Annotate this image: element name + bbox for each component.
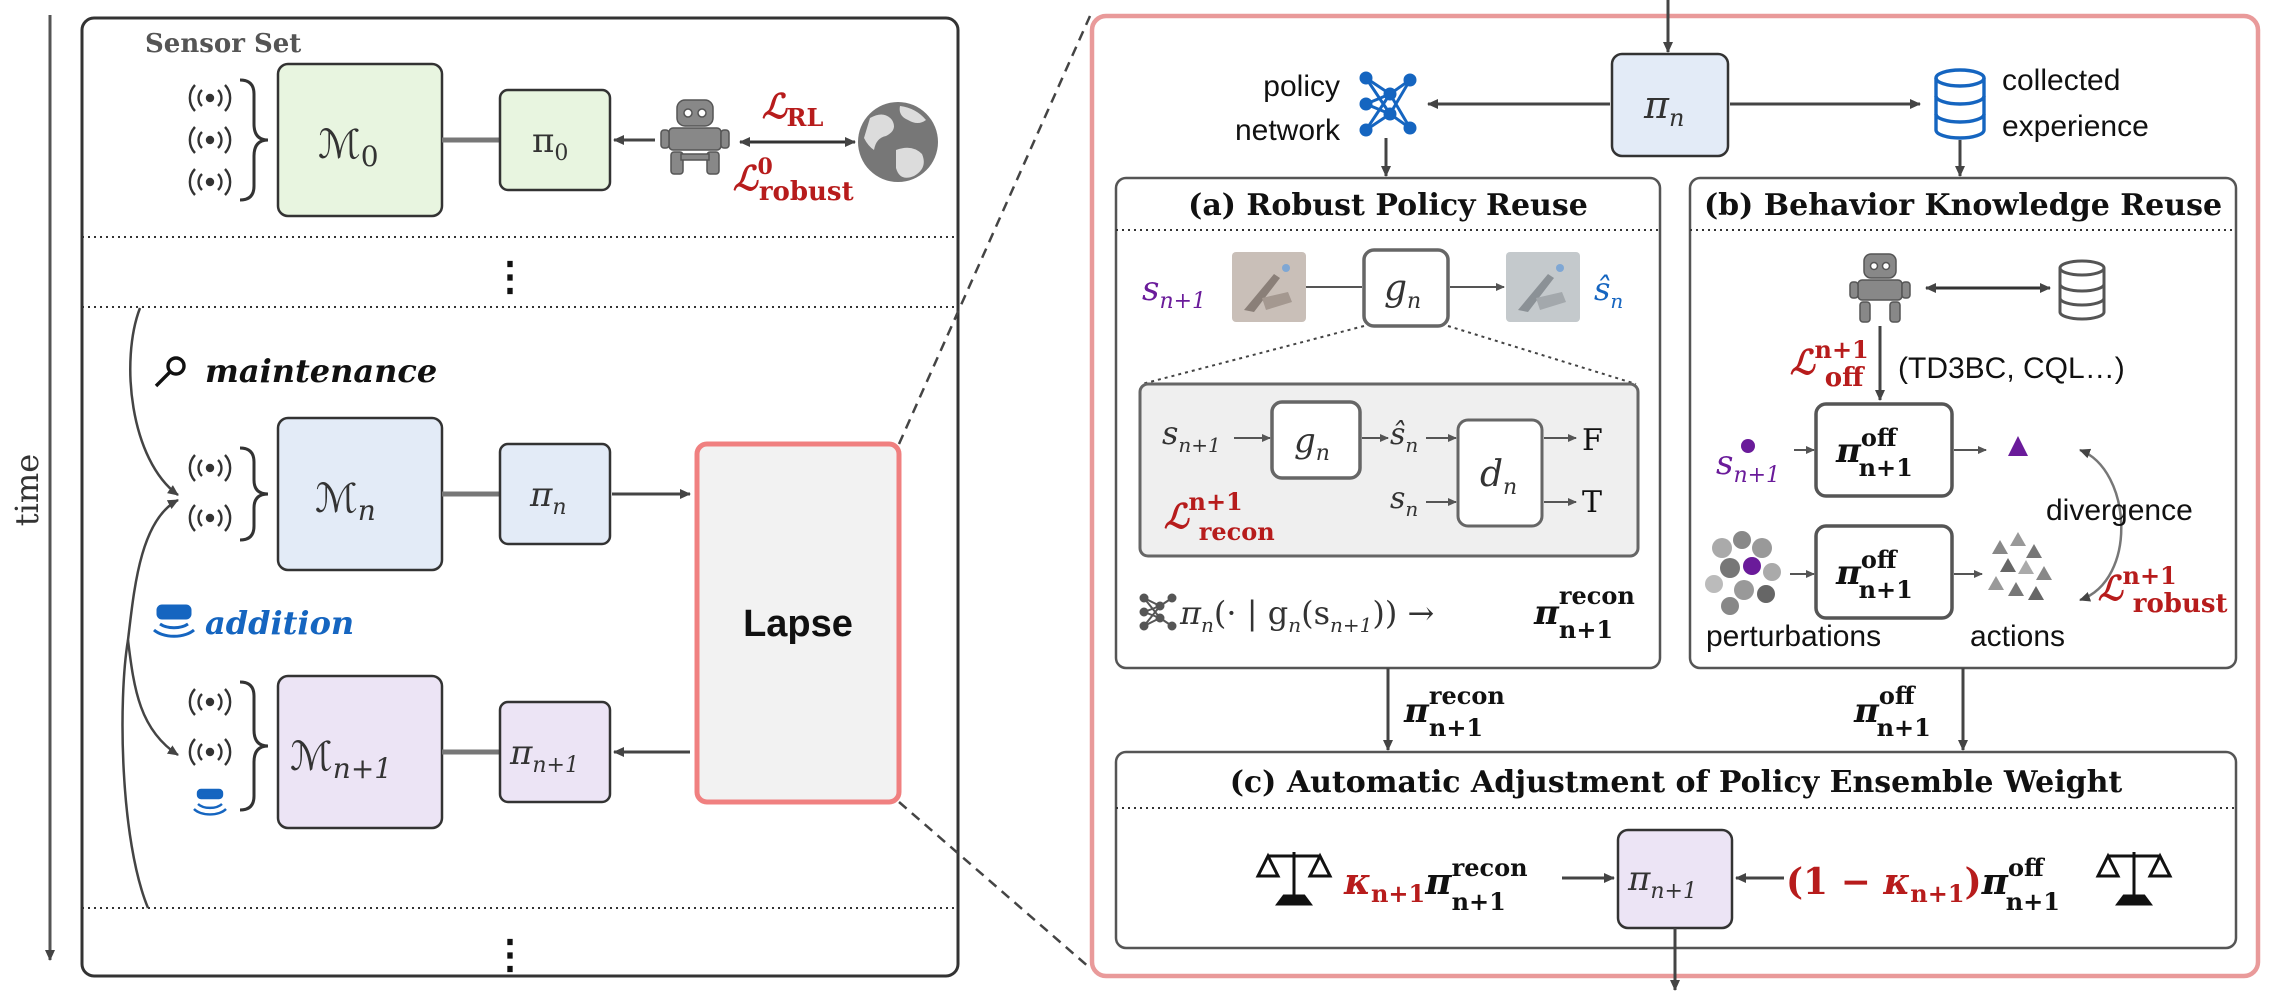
- policy-n1-label: πn+1: [509, 733, 579, 778]
- section-a-title: (a) Robust Policy Reuse: [1188, 188, 1588, 223]
- globe-icon: [858, 102, 938, 182]
- balance-scale-icon-left: [1255, 852, 1333, 906]
- model-n1-label: ℳn+1: [290, 734, 392, 785]
- reuse-formula: πn(· | gn(sn+1)) →: [1179, 594, 1434, 637]
- model-n-label: ℳn: [315, 476, 376, 527]
- robot-icon-b: [1849, 253, 1911, 323]
- out-t: T: [1582, 485, 1602, 520]
- time-label: time: [8, 454, 46, 526]
- pi-off-box-1: [1814, 402, 1954, 498]
- g-n-label: gn: [1384, 268, 1421, 314]
- dots-1: ⋮: [490, 253, 530, 300]
- policy-network-line1: policy: [1263, 70, 1340, 103]
- inner-s-n: sn: [1390, 481, 1418, 521]
- section-c-title: (c) Automatic Adjustment of Policy Ensem…: [1230, 765, 2123, 800]
- a-s-n1: sn+1: [1142, 269, 1206, 314]
- a-s-hat-n: ŝn: [1594, 270, 1623, 313]
- sensor-set-label: Sensor Set: [145, 29, 301, 59]
- collected-line2: experience: [2002, 110, 2149, 143]
- robot-icon: [660, 99, 730, 175]
- policy-n-box: [498, 442, 612, 546]
- wrench-icon: [154, 356, 186, 388]
- policy-0-box: [498, 88, 612, 192]
- chair-image-input: [1232, 252, 1306, 322]
- maintenance-label: maintenance: [205, 352, 437, 390]
- perturbation-cloud: [1705, 531, 1781, 615]
- policy-n1-box: [498, 700, 612, 804]
- action-marker: [2008, 436, 2028, 456]
- top-policy-label: πn: [1643, 83, 1684, 132]
- small-network-icon: [1139, 593, 1177, 631]
- offline-algos: (TD3BC, CQL…): [1898, 352, 2125, 385]
- lapse-box: [694, 441, 902, 805]
- d-n-box: [1456, 418, 1544, 528]
- model-0-label: ℳ0: [318, 122, 379, 173]
- section-b-title: (b) Behavior Knowledge Reuse: [1704, 188, 2222, 223]
- d-n-label: dn: [1480, 454, 1517, 500]
- pi-off-box-2: [1814, 524, 1954, 620]
- ensemble-policy-label: πn+1: [1627, 859, 1697, 904]
- database-icon-b: [2058, 259, 2106, 321]
- out-f: F: [1582, 423, 1603, 458]
- balance-scale-icon-right: [2095, 852, 2173, 906]
- policy-0-label: π0: [532, 121, 568, 166]
- g-n-box: [1362, 248, 1450, 328]
- chair-image-output: [1506, 252, 1580, 322]
- inner-g-box: [1270, 400, 1362, 480]
- b-s-n1: sn+1: [1716, 443, 1780, 488]
- sensor-group-n1: [188, 680, 269, 816]
- database-icon: [1934, 68, 1986, 140]
- right-panel: πn policy network collected experience (…: [1089, 0, 2261, 991]
- sensor-group-0: [188, 78, 269, 202]
- lapse-label: Lapse: [743, 603, 853, 645]
- loss-rl: ℒRL: [762, 87, 823, 132]
- collected-line1: collected: [2002, 64, 2120, 97]
- action-cloud: [1988, 532, 2052, 600]
- left-panel: time Sensor Set ℳ0 π0 ℒRL: [8, 15, 960, 978]
- perturbations-label: perturbations: [1706, 620, 1881, 653]
- actions-label: actions: [1970, 620, 2065, 653]
- neural-network-icon: [1359, 71, 1417, 137]
- inner-s-n1: sn+1: [1162, 414, 1221, 457]
- divergence-label: divergence: [2046, 494, 2193, 527]
- policy-network-line2: network: [1235, 114, 1341, 147]
- policy-n-label: πn: [529, 475, 567, 520]
- top-policy-box: [1610, 52, 1730, 158]
- inner-g-label: gn: [1294, 421, 1330, 466]
- inner-s-hat: ŝn: [1390, 417, 1418, 457]
- left-frame: [80, 16, 960, 978]
- dots-2: ⋮: [490, 931, 530, 978]
- addition-label: addition: [205, 604, 354, 642]
- sensor-group-n: [188, 446, 269, 542]
- addition-sensor-icon: [153, 604, 195, 638]
